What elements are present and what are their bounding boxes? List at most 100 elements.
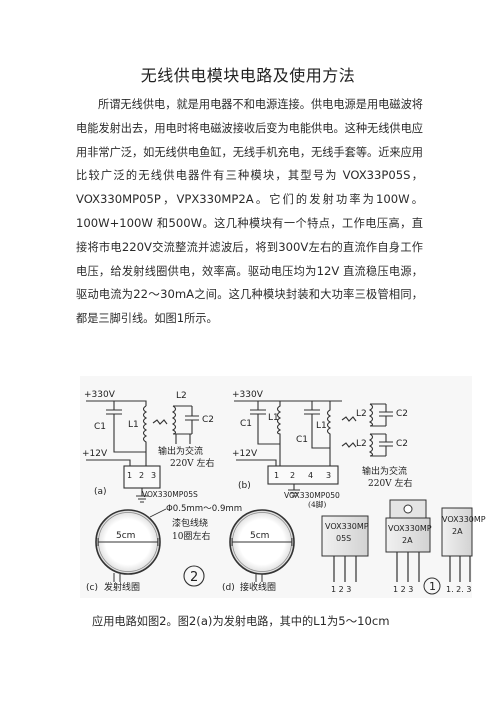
panel-b-model: VOX330MP050 (284, 491, 340, 500)
package-2-body (385, 517, 431, 553)
panel-b-pin-3: 3 (326, 471, 331, 480)
paragraph-run: 300V (278, 239, 309, 254)
paragraph-run: 100W (376, 192, 410, 207)
panel-c-wire-leader (149, 508, 167, 518)
panel-b-module-box (267, 465, 339, 485)
package-1-line1: VOX330MP (325, 522, 369, 531)
figure-1-number-circle (423, 577, 441, 595)
panel-d-sub-label: (d) (222, 583, 235, 593)
paragraph-run: ， (160, 193, 177, 207)
application-paragraph-text: 应用电路如图2。图2(a)为发射电路，其中的L1为5～10cm (92, 614, 390, 628)
panel-a-l1-coil (142, 405, 148, 452)
panel-b-l2-bottom-label: L2 (356, 439, 367, 449)
package-1-pins (333, 556, 357, 582)
panel-a-ground-symbol (136, 488, 148, 503)
package-3-body (441, 507, 473, 557)
panel-d-name: 接收线圈 (240, 581, 276, 593)
panel-b-l1-top-label: L1 (268, 413, 279, 423)
application-paragraph: 应用电路如图2。图2(a)为发射电路，其中的L1为5～10cm (92, 609, 452, 634)
intro-paragraph-text: 所谓无线供电，就是用电器不和电源连接。供电电源是用电磁波将电能发射出去，用电时将… (76, 98, 423, 325)
caption-run: 应用电路如图 (92, 615, 160, 628)
caption-run: 为发射电路，其中的 (212, 615, 314, 628)
circuit-figure: +330V C1 L1 L2 C2 输出为交流 220V 左右 +12V (80, 376, 486, 598)
panel-a-output-leads (175, 434, 191, 444)
caption-run: 为 (327, 615, 339, 628)
panel-c-coil-leads (113, 573, 121, 582)
panel-a-c2-capacitor (185, 406, 199, 434)
panel-b-l1-top-coil (276, 401, 282, 466)
panel-b-wireless-arrow-bottom (341, 442, 357, 448)
panel-b-transmit-circuit: +330V C1 L1 C1 L1 L2 C2 L2 C2 输出为交流 220 (232, 390, 413, 509)
paragraph-run: 500W (168, 215, 203, 230)
paragraph-run: 和 (152, 216, 169, 230)
package-3-line1: VOX330MP (442, 515, 486, 524)
package-1-body (321, 515, 369, 557)
paragraph-run: VOX330MP05P (76, 192, 161, 207)
panel-c-name: 发射线圈 (104, 581, 140, 593)
panel-b-wireless-arrow-top (341, 416, 357, 422)
panel-b-pin-1: 1 (274, 471, 279, 480)
paragraph-run: 交流整流并滤波后，将到 (151, 240, 279, 254)
panel-b-pin-2: 2 (290, 471, 295, 480)
package-3-line2: 2A (452, 527, 463, 536)
panel-b-c1-bottom (304, 401, 330, 449)
document-title: 无线供电模块电路及使用方法 (140, 66, 356, 85)
package-1-pin-numbers: 1 2 3 (331, 585, 351, 594)
panel-b-c1-bottom-label: C1 (296, 435, 308, 445)
caption-run: 5～10cm (338, 614, 390, 628)
panel-b-c1-top-label: C1 (240, 419, 252, 429)
package-2-mount-hole (403, 504, 413, 514)
panel-b-l1-bottom-coil (326, 401, 332, 466)
paragraph-run: 。这几种模块有一个特点，工作电压高，直接将市电 (76, 216, 423, 254)
figure-1-number: 1 (429, 580, 436, 593)
panel-a-supply-hv: +330V (84, 390, 116, 400)
panel-b-ground-symbol (288, 484, 300, 497)
panel-b-c1-top (250, 401, 280, 445)
panel-b-output-line2: 220V 左右 (368, 477, 413, 489)
paragraph-run: 1 (176, 311, 185, 326)
paragraph-run: 直流稳压电源，驱动电流为 (76, 264, 423, 302)
panel-a-model: VOX330MP05S (142, 490, 198, 499)
panel-c-wire-note1: 漆包线绕 (172, 517, 208, 529)
panel-b-l2-c2-top (368, 403, 393, 427)
panel-b-l2-c2-bottom (368, 433, 393, 457)
panel-b-model-note: (4脚) (308, 499, 326, 509)
panel-d-coil-leads (255, 573, 263, 582)
circuit-figure-drawing: +330V C1 L1 L2 C2 输出为交流 220V 左右 +12V (80, 376, 486, 598)
panel-b-c2-bottom-label: C2 (396, 439, 408, 449)
panel-a-output-line2: 220V 左右 (170, 457, 215, 469)
package-3-pins (449, 556, 471, 582)
panel-a-pin-3: 3 (151, 471, 156, 480)
panel-a-hv-rail (86, 400, 147, 406)
panel-b-pin-4: 4 (308, 471, 313, 480)
panel-b-sub-label: (b) (238, 481, 251, 491)
panel-a-supply-lv: +12V (82, 449, 108, 459)
panel-b-l2-top-label: L2 (356, 409, 367, 419)
panel-b-c2-top-label: C2 (396, 409, 408, 419)
package-2-pin-numbers: 1 2 3 (393, 585, 413, 594)
panel-b-supply-lv: +12V (232, 449, 258, 459)
panel-a-c1-bottom-lead (113, 414, 146, 453)
panel-c-wire-spec: Φ0.5mm～0.9mm (166, 504, 242, 514)
caption-run: L1 (313, 614, 327, 628)
paragraph-run: 。 (409, 193, 423, 207)
panel-c-diameter-line (97, 538, 159, 546)
panel-d-diameter: 5cm (250, 531, 269, 541)
package-2-line1: VOX330MP (388, 524, 432, 533)
panel-b-lv-rail (236, 459, 277, 466)
figure-2-number: 2 (190, 570, 198, 585)
intro-paragraph: 所谓无线供电，就是用电器不和电源连接。供电电源是用电磁波将电能发射出去，用电时将… (76, 93, 423, 331)
paragraph-run: VPX330MP2A (176, 192, 254, 207)
panel-c-transmit-coil: 5cm Φ0.5mm～0.9mm 漆包线绕 10圈左右 (c) 发射线圈 (86, 504, 242, 593)
panel-a-pin-2: 2 (139, 471, 144, 480)
caption-run: 2(a) (188, 614, 213, 628)
panel-a-wireless-arrow (152, 419, 168, 425)
caption-run: 2 (159, 614, 167, 628)
panel-a-output-line1: 输出为交流 (158, 445, 203, 457)
panel-a-sub-label: (a) (94, 487, 107, 497)
paragraph-run: VOX33P05S (342, 168, 411, 183)
caption-run: 。图 (166, 615, 189, 628)
package-3-pin-numbers: 1. 2. 3 (446, 585, 471, 594)
panel-c-diameter: 5cm (116, 531, 135, 541)
